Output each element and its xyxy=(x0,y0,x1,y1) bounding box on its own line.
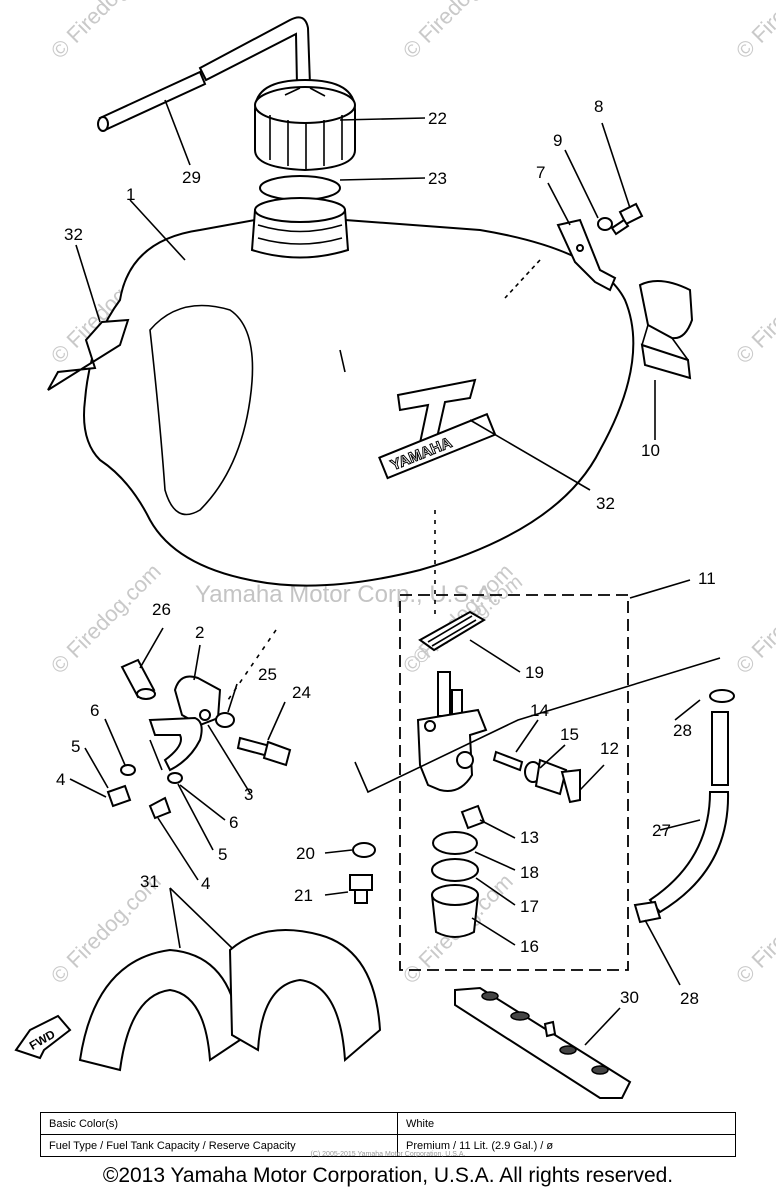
callout-26: 26 xyxy=(152,600,171,619)
callout-3: 3 xyxy=(244,785,253,804)
hose-clip-upper xyxy=(709,689,735,703)
protector xyxy=(78,929,382,1072)
callout-18: 18 xyxy=(520,863,539,882)
callout-6: 6 xyxy=(90,701,99,720)
cock-gasket-a xyxy=(432,831,478,855)
watermark-site: © Firedog.com xyxy=(731,249,776,369)
callout-32: 32 xyxy=(596,494,615,513)
callout-21: 21 xyxy=(294,886,313,905)
callout-5: 5 xyxy=(71,737,80,756)
callout-25: 25 xyxy=(258,665,277,684)
watermark-site: © Firedog.com xyxy=(731,0,776,64)
watermark-site: © Firedog.com xyxy=(398,0,518,64)
collar xyxy=(120,658,156,700)
bracket-arm xyxy=(148,716,203,772)
callout-6: 6 xyxy=(229,813,238,832)
spec-label: Fuel Type / Fuel Tank Capacity / Reserve… xyxy=(40,1134,398,1157)
callout-24: 24 xyxy=(292,683,311,702)
callout-27: 27 xyxy=(652,821,671,840)
callout-28: 28 xyxy=(673,721,692,740)
small-copyright-note: (C) 2005-2015 Yamaha Motor Corporation, … xyxy=(310,1151,466,1158)
hose-clip-lower xyxy=(633,900,662,924)
screw xyxy=(236,736,292,767)
bolt-lower xyxy=(148,796,172,820)
emblem-left xyxy=(47,318,130,391)
strainer xyxy=(418,610,486,652)
drain-screw xyxy=(460,804,486,830)
watermark-center: Yamaha Motor Corp., U.S.A. xyxy=(195,581,499,608)
washer-lower xyxy=(167,772,183,784)
spec-table: Basic Color(s) White Fuel Type / Fuel Ta… xyxy=(40,1112,736,1157)
callout-4: 4 xyxy=(201,874,210,893)
callout-14: 14 xyxy=(530,701,549,720)
damper xyxy=(638,280,694,380)
bolt-upper xyxy=(106,784,132,808)
gasket-20 xyxy=(352,842,376,858)
table-row: Basic Color(s) White xyxy=(40,1112,736,1135)
watermark-site: © Firedog.com xyxy=(731,559,776,679)
spec-value: White xyxy=(397,1112,736,1135)
callout-12: 12 xyxy=(600,739,619,758)
callout-5: 5 xyxy=(218,845,227,864)
stay-bracket xyxy=(556,218,617,292)
vent-tube xyxy=(97,16,312,132)
callout-9: 9 xyxy=(553,131,562,150)
watermark-site: © Firedog.com xyxy=(731,869,776,989)
callout-31: 31 xyxy=(140,872,159,891)
washer-upper xyxy=(120,764,136,776)
leader-lines xyxy=(69,99,721,1046)
callout-10: 10 xyxy=(641,441,660,460)
spec-value: Premium / 11 Lit. (2.9 Gal.) / ø xyxy=(397,1134,736,1157)
callout-19: 19 xyxy=(525,663,544,682)
callout-17: 17 xyxy=(520,897,539,916)
callout-32: 32 xyxy=(64,225,83,244)
callout-13: 13 xyxy=(520,828,539,847)
fwd-arrow: FWD xyxy=(14,1014,72,1060)
copyright-footer: ©2013 Yamaha Motor Corporation, U.S.A. A… xyxy=(102,1164,674,1187)
spec-label: Basic Color(s) xyxy=(40,1112,398,1135)
watermark-site: © Firedog.com xyxy=(46,559,166,679)
callout-4: 4 xyxy=(56,770,65,789)
callout-30: 30 xyxy=(620,988,639,1007)
watermark-site: © Firedog.com xyxy=(46,0,166,64)
fuel-cock xyxy=(416,671,488,792)
parts-diagram: © Firedog.com © Firedog.com © Firedog.co… xyxy=(14,0,776,1099)
callout-28: 28 xyxy=(680,989,699,1008)
washer xyxy=(597,217,613,231)
callout-11: 11 xyxy=(698,569,716,588)
cover-plate xyxy=(454,986,632,1099)
callout-20: 20 xyxy=(296,844,315,863)
fuel-hose xyxy=(648,711,730,914)
callout-23: 23 xyxy=(428,169,447,188)
callout-15: 15 xyxy=(560,725,579,744)
bolt xyxy=(610,202,644,236)
bracket xyxy=(173,675,222,727)
callout-8: 8 xyxy=(594,97,603,116)
lever xyxy=(534,758,581,804)
callouts: 1 2 3 4 4 5 5 6 6 7 8 9 10 11 12 13 14 1… xyxy=(56,97,716,1008)
spring xyxy=(492,750,524,772)
cup xyxy=(430,884,480,938)
callout-29: 29 xyxy=(182,168,201,187)
grommet xyxy=(215,712,235,728)
cap-gasket xyxy=(259,175,341,201)
callout-22: 22 xyxy=(428,109,447,128)
callout-16: 16 xyxy=(520,937,539,956)
table-row: Fuel Type / Fuel Tank Capacity / Reserve… xyxy=(40,1134,736,1157)
fuel-tank xyxy=(83,197,635,587)
callout-2: 2 xyxy=(195,623,204,642)
callout-7: 7 xyxy=(536,163,545,182)
screw-21 xyxy=(349,874,373,904)
fuel-cock-assembly-box xyxy=(399,594,629,971)
callout-1: 1 xyxy=(126,185,135,204)
fuel-cap xyxy=(254,78,356,172)
cock-gasket-b xyxy=(431,858,479,882)
